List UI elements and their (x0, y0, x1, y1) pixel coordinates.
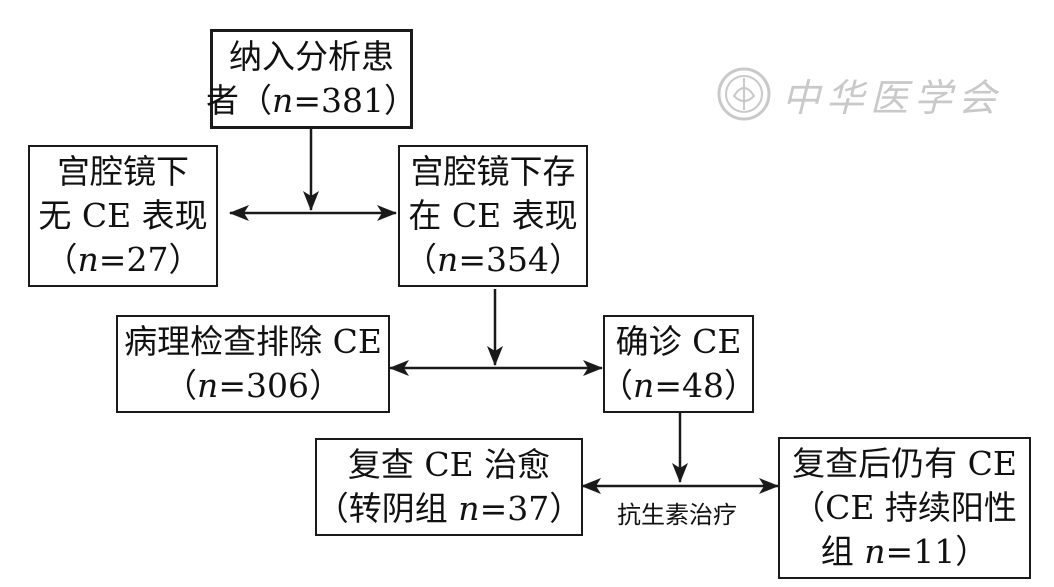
node-persistent-line2: （CE 持续阳性 (792, 488, 1017, 527)
watermark: 中华医学会 (716, 66, 1002, 122)
node-excluded-line2: （n=306） (164, 366, 342, 405)
society-seal-icon (717, 67, 771, 121)
node-excluded: 病理检查排除 CE （n=306） (116, 315, 390, 413)
node-has-ce-line1: 宫腔镜下存 (410, 152, 576, 191)
node-has-ce-line2: 在 CE 表现 (408, 196, 578, 235)
node-no-ce-line2: 无 CE 表现 (38, 196, 208, 235)
node-confirmed-line1: 确诊 CE (615, 322, 742, 361)
node-persistent-line3: 组 n=11） (820, 532, 989, 571)
watermark-text: 中华医学会 (782, 75, 1003, 120)
node-no-ce-line1: 宫腔镜下 (57, 152, 189, 191)
node-has-ce: 宫腔镜下存 在 CE 表现 （n=354） (398, 145, 588, 287)
node-excluded-line1: 病理检查排除 CE (124, 322, 382, 361)
node-root-line1: 纳入分析患 (229, 37, 394, 76)
node-no-ce-line3: （n=27） (44, 240, 202, 279)
node-root-line2: 者（n=381） (206, 81, 417, 120)
node-persistent: 复查后仍有 CE （CE 持续阳性 组 n=11） (778, 437, 1031, 579)
node-has-ce-line3: （n=354） (404, 240, 582, 279)
node-cured-line1: 复查 CE 治愈 (347, 445, 551, 484)
edge-label-antibiotic: 抗生素治疗 (613, 500, 741, 530)
node-confirmed-line2: （n=48） (600, 366, 757, 405)
node-confirmed: 确诊 CE （n=48） (600, 315, 757, 413)
node-root: 纳入分析患 者（n=381） (206, 29, 417, 129)
node-cured: 复查 CE 治愈 （转阴组 n=37） (315, 438, 583, 536)
node-persistent-line1: 复查后仍有 CE (792, 444, 1017, 483)
node-cured-line2: （转阴组 n=37） (315, 489, 583, 528)
node-no-ce: 宫腔镜下 无 CE 表现 （n=27） (28, 145, 218, 287)
